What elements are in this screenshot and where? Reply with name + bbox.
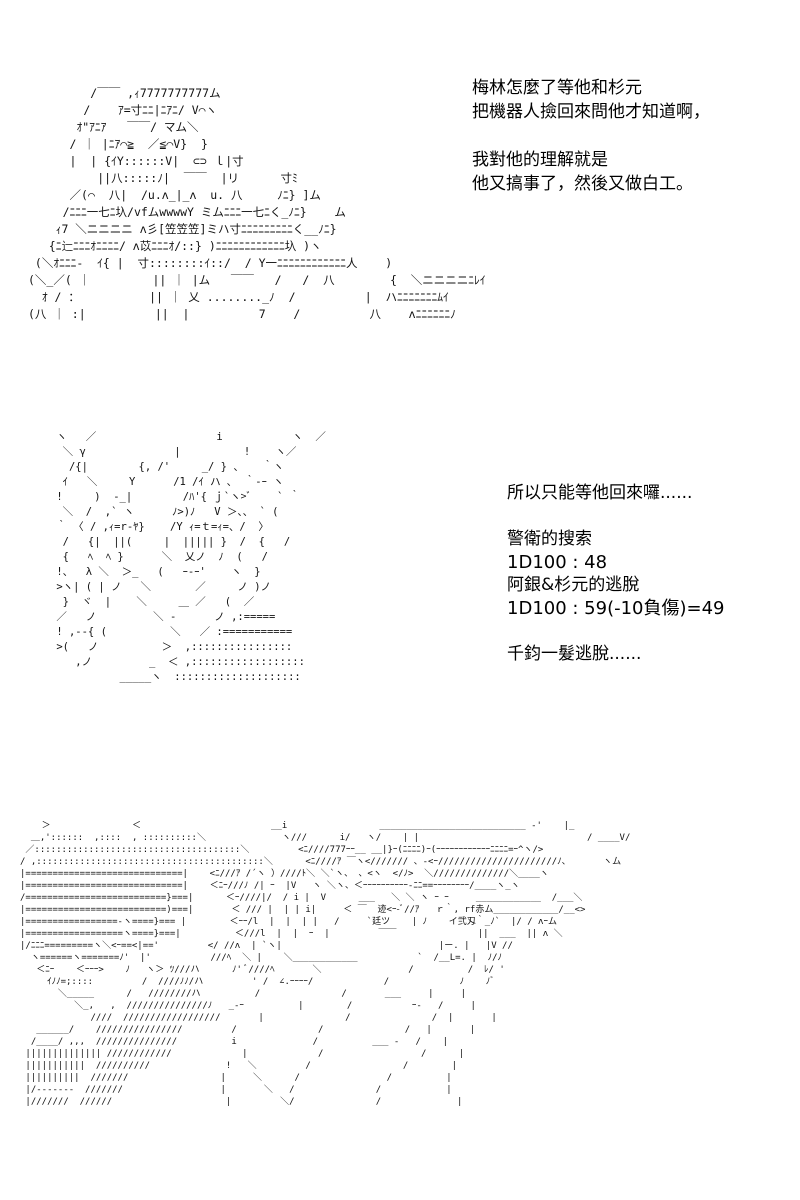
ascii-art-two-characters-closeup: ＞ ＜ __i ___________________________ -' |… [20, 821, 631, 1107]
narration-line: 我對他的理解就是 [472, 150, 608, 170]
narration-text-1: 梅林怎麼了等他和杉元 把機器人撿回來問他才知道啊， 我對他的理解就是 他又搞事了… [472, 76, 710, 196]
narration-text-2: 所以只能等他回來囉...... 警衛的搜索 1D100 : 48 阿銀&杉元的逃… [507, 482, 725, 666]
dice-roll-result: 1D100 : 48 [507, 552, 608, 573]
narration-line: 梅林怎麼了等他和杉元 [472, 78, 642, 98]
manga-panel-3: ＞ ＜ __i ___________________________ -' |… [0, 810, 800, 1190]
narration-line [472, 124, 710, 148]
narration-line: 把機器人撿回來問他才知道啊， [472, 102, 710, 122]
narration-line [507, 505, 725, 528]
narration-line: 阿銀&杉元的逃脫 [507, 575, 640, 595]
dice-roll-result: 1D100 : 59(-10負傷)=49 [507, 598, 725, 619]
narration-line: 所以只能等他回來囉...... [507, 483, 693, 503]
ascii-art-character-portrait: ヽ ／ i ヽ ／ ＼ γ | ! ヽ／ /{| {, /' _/ } 、 ｀ヽ… [56, 431, 326, 683]
ascii-art-characters-group: /￣￣ ,ｨ7777777777ム / ｱ=寸ﾆﾆ|ﾆｱﾆ/ V⌒ヽ ｵ"ｱﾆｱ… [28, 86, 486, 321]
manga-panel-2: ヽ ／ i ヽ ／ ＼ γ | ! ヽ／ /{| {, /' _/ } 、 ｀ヽ… [0, 420, 800, 720]
narration-line: 千鈞一髮逃脫...... [507, 644, 642, 664]
narration-line [507, 620, 725, 643]
manga-panel-1: /￣￣ ,ｨ7777777777ム / ｱ=寸ﾆﾆ|ﾆｱﾆ/ V⌒ヽ ｵ"ｱﾆｱ… [0, 60, 800, 360]
narration-line: 他又搞事了，然後又做白工。 [472, 174, 693, 194]
narration-line: 警衛的搜索 [507, 529, 592, 549]
